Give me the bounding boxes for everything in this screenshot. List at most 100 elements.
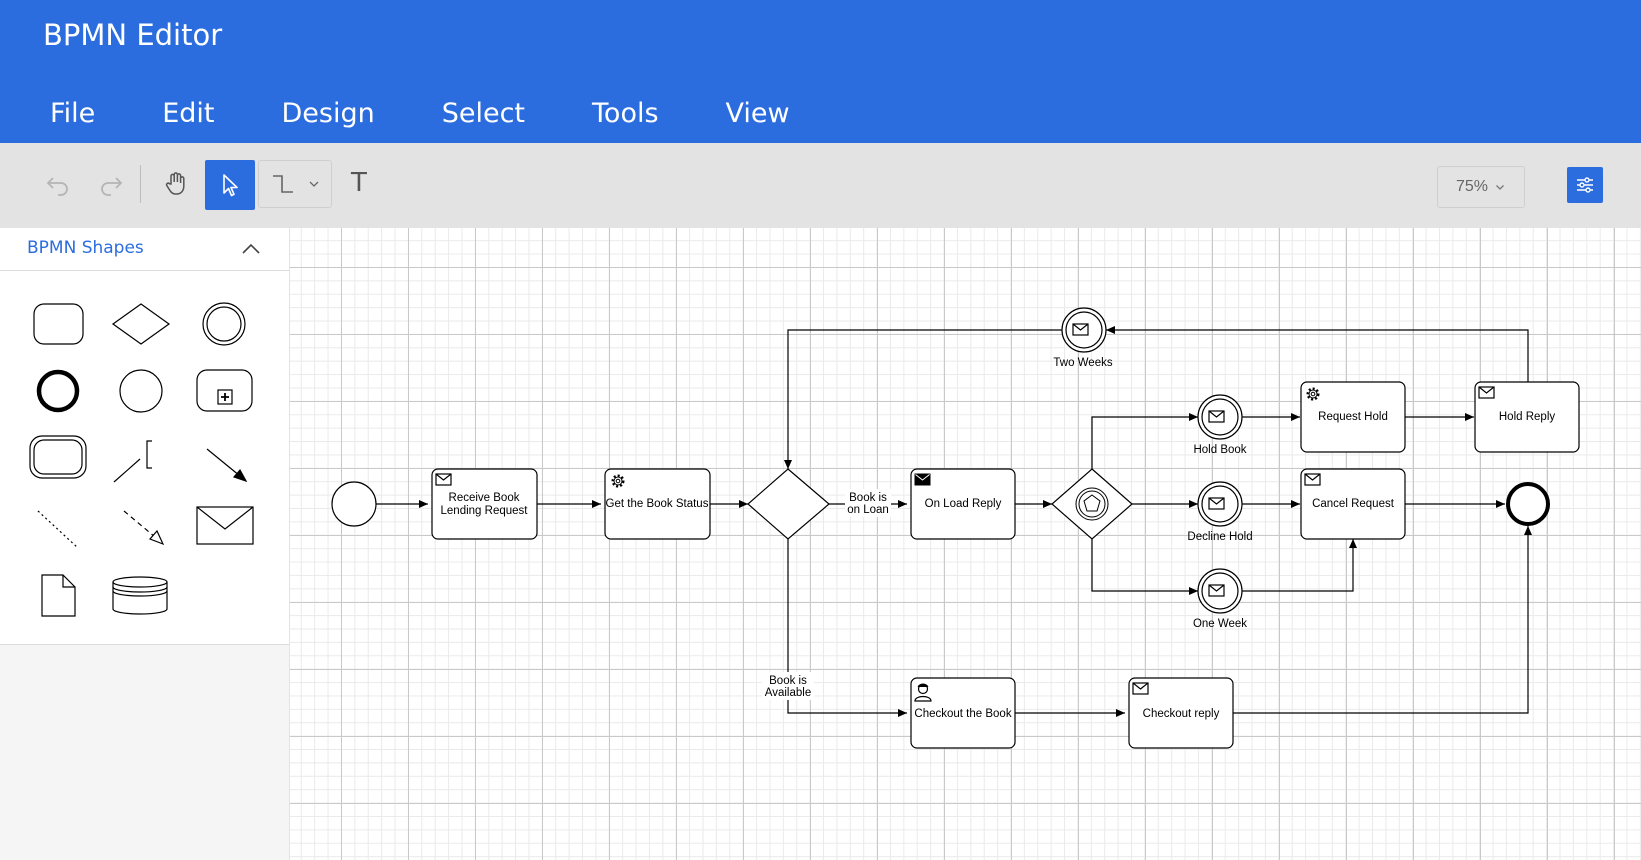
palette-subprocess-shape[interactable] (196, 369, 253, 412)
message-icon (1072, 323, 1089, 336)
menu-tools[interactable]: Tools (592, 98, 659, 129)
user-icon (914, 683, 932, 702)
menu-edit[interactable]: Edit (162, 98, 215, 129)
menu-design[interactable]: Design (281, 98, 375, 129)
chevron-down-icon (1496, 185, 1504, 190)
palette-data-object-shape[interactable] (41, 574, 76, 617)
palette-sequence-flow-shape[interactable] (206, 448, 248, 483)
event-label-hold-book: Hold Book (1193, 444, 1246, 456)
connector-tool-dropdown[interactable] (258, 160, 332, 208)
event-based-gateway[interactable] (1051, 468, 1133, 540)
task-label: On Load Reply (925, 498, 1002, 510)
palette-message-shape[interactable] (196, 506, 254, 545)
sliders-icon (1577, 177, 1593, 193)
pointer-icon (223, 174, 238, 197)
zoom-value: 75% (1455, 178, 1489, 195)
palette-transaction-shape[interactable] (29, 435, 87, 479)
task-label-line1: Receive Book (449, 492, 520, 504)
label-bg (845, 489, 891, 517)
palette-end-event-shape[interactable] (36, 369, 80, 413)
label-on-loan-line1: Book is (849, 492, 887, 504)
palette-header[interactable]: BPMN Shapes (0, 228, 289, 271)
task-label: Request Hold (1318, 411, 1388, 423)
task-label: Cancel Request (1312, 498, 1395, 510)
label-on-loan-line2: on Loan (847, 504, 889, 516)
event-hold-book[interactable] (1197, 394, 1243, 440)
message-icon (1132, 682, 1149, 695)
label-bg (762, 672, 814, 700)
event-label-one-week: One Week (1193, 618, 1247, 630)
palette-start-event-shape[interactable] (119, 369, 163, 413)
event-one-week[interactable] (1197, 568, 1243, 614)
flow-gateway-checkout[interactable] (787, 539, 907, 717)
message-icon (1208, 584, 1225, 597)
task-checkout-book[interactable]: Checkout the Book (910, 677, 1016, 749)
event-decline-hold[interactable] (1197, 481, 1243, 527)
exclusive-gateway[interactable] (747, 468, 830, 540)
palette-task-shape[interactable] (33, 303, 84, 345)
shape-palette: BPMN Shapes (0, 228, 290, 860)
message-icon (435, 473, 452, 486)
undo-button[interactable] (35, 160, 81, 206)
orthogonal-connector-icon (273, 175, 293, 193)
diagram-canvas[interactable]: Book is on Loan Book is Available Receiv… (290, 228, 1641, 860)
diagram-connectors (376, 326, 1532, 717)
redo-button[interactable] (88, 160, 134, 206)
task-get-book-status[interactable]: Get the Book Status (604, 468, 711, 540)
task-hold-reply[interactable]: Hold Reply (1474, 381, 1580, 453)
task-request-hold[interactable]: Request Hold (1300, 381, 1406, 453)
flow-eventgateway-holdbook[interactable] (1091, 413, 1198, 469)
palette-shapes-grid (29, 302, 254, 617)
task-on-load-reply[interactable]: On Load Reply (910, 468, 1016, 540)
flow-eventgateway-oneweek[interactable] (1091, 539, 1198, 595)
message-icon (1478, 386, 1495, 399)
task-label: Hold Reply (1499, 411, 1555, 423)
event-two-weeks[interactable] (1061, 307, 1107, 353)
label-available-line2: Available (765, 687, 811, 699)
task-checkout-reply[interactable]: Checkout reply (1128, 677, 1234, 749)
task-receive-book[interactable]: Receive Book Lending Request (431, 468, 538, 540)
palette-dotted-association-shape[interactable] (37, 510, 79, 549)
properties-panel-button[interactable] (1567, 167, 1603, 203)
app-title: BPMN Editor (43, 18, 223, 52)
flow-twoweeks-gateway[interactable] (784, 329, 1062, 469)
palette-intermediate-event-shape[interactable] (202, 302, 246, 346)
chevron-up-icon[interactable] (240, 238, 262, 260)
zoom-dropdown[interactable]: 75% (1437, 166, 1525, 208)
task-label: Checkout the Book (914, 708, 1011, 720)
undo-icon (46, 177, 68, 196)
end-event[interactable] (1506, 482, 1550, 526)
palette-message-flow-shape[interactable] (123, 510, 165, 546)
flow-holdreply-twoweeks[interactable] (1106, 326, 1529, 382)
hand-icon (165, 172, 185, 195)
menu-view[interactable]: View (725, 98, 790, 129)
palette-association-shape[interactable] (113, 440, 152, 483)
task-cancel-request[interactable]: Cancel Request (1300, 468, 1406, 540)
menu-select[interactable]: Select (441, 98, 526, 129)
task-label-line2: Lending Request (441, 505, 529, 517)
task-label: Get the Book Status (606, 498, 709, 510)
app-header: BPMN Editor File Edit Design Select Tool… (0, 0, 1641, 143)
event-label-decline-hold: Decline Hold (1187, 531, 1252, 543)
flow-oneweek-cancel[interactable] (1242, 539, 1357, 592)
palette-gateway-shape[interactable] (111, 303, 171, 345)
toolbar: T 75% (0, 143, 1641, 228)
menu-file[interactable]: File (50, 98, 96, 129)
select-tool-button[interactable] (205, 160, 255, 210)
message-icon (1208, 497, 1225, 510)
event-label-two-weeks: Two Weeks (1053, 357, 1112, 369)
message-icon (1208, 410, 1225, 423)
palette-data-store-shape[interactable] (112, 576, 168, 615)
start-event[interactable] (331, 481, 377, 527)
toolbar-separator (140, 165, 141, 203)
message-icon (1304, 473, 1321, 486)
pan-tool-button[interactable] (153, 160, 199, 206)
send-message-icon (914, 473, 931, 486)
task-label: Checkout reply (1143, 708, 1220, 720)
redo-icon (101, 177, 123, 196)
flow-reply-end[interactable] (1230, 526, 1532, 714)
palette-title: BPMN Shapes (27, 238, 144, 258)
chevron-down-icon (309, 181, 319, 187)
text-tool-button[interactable]: T (336, 160, 382, 206)
bpmn-diagram: Book is on Loan Book is Available Receiv… (331, 307, 1580, 749)
